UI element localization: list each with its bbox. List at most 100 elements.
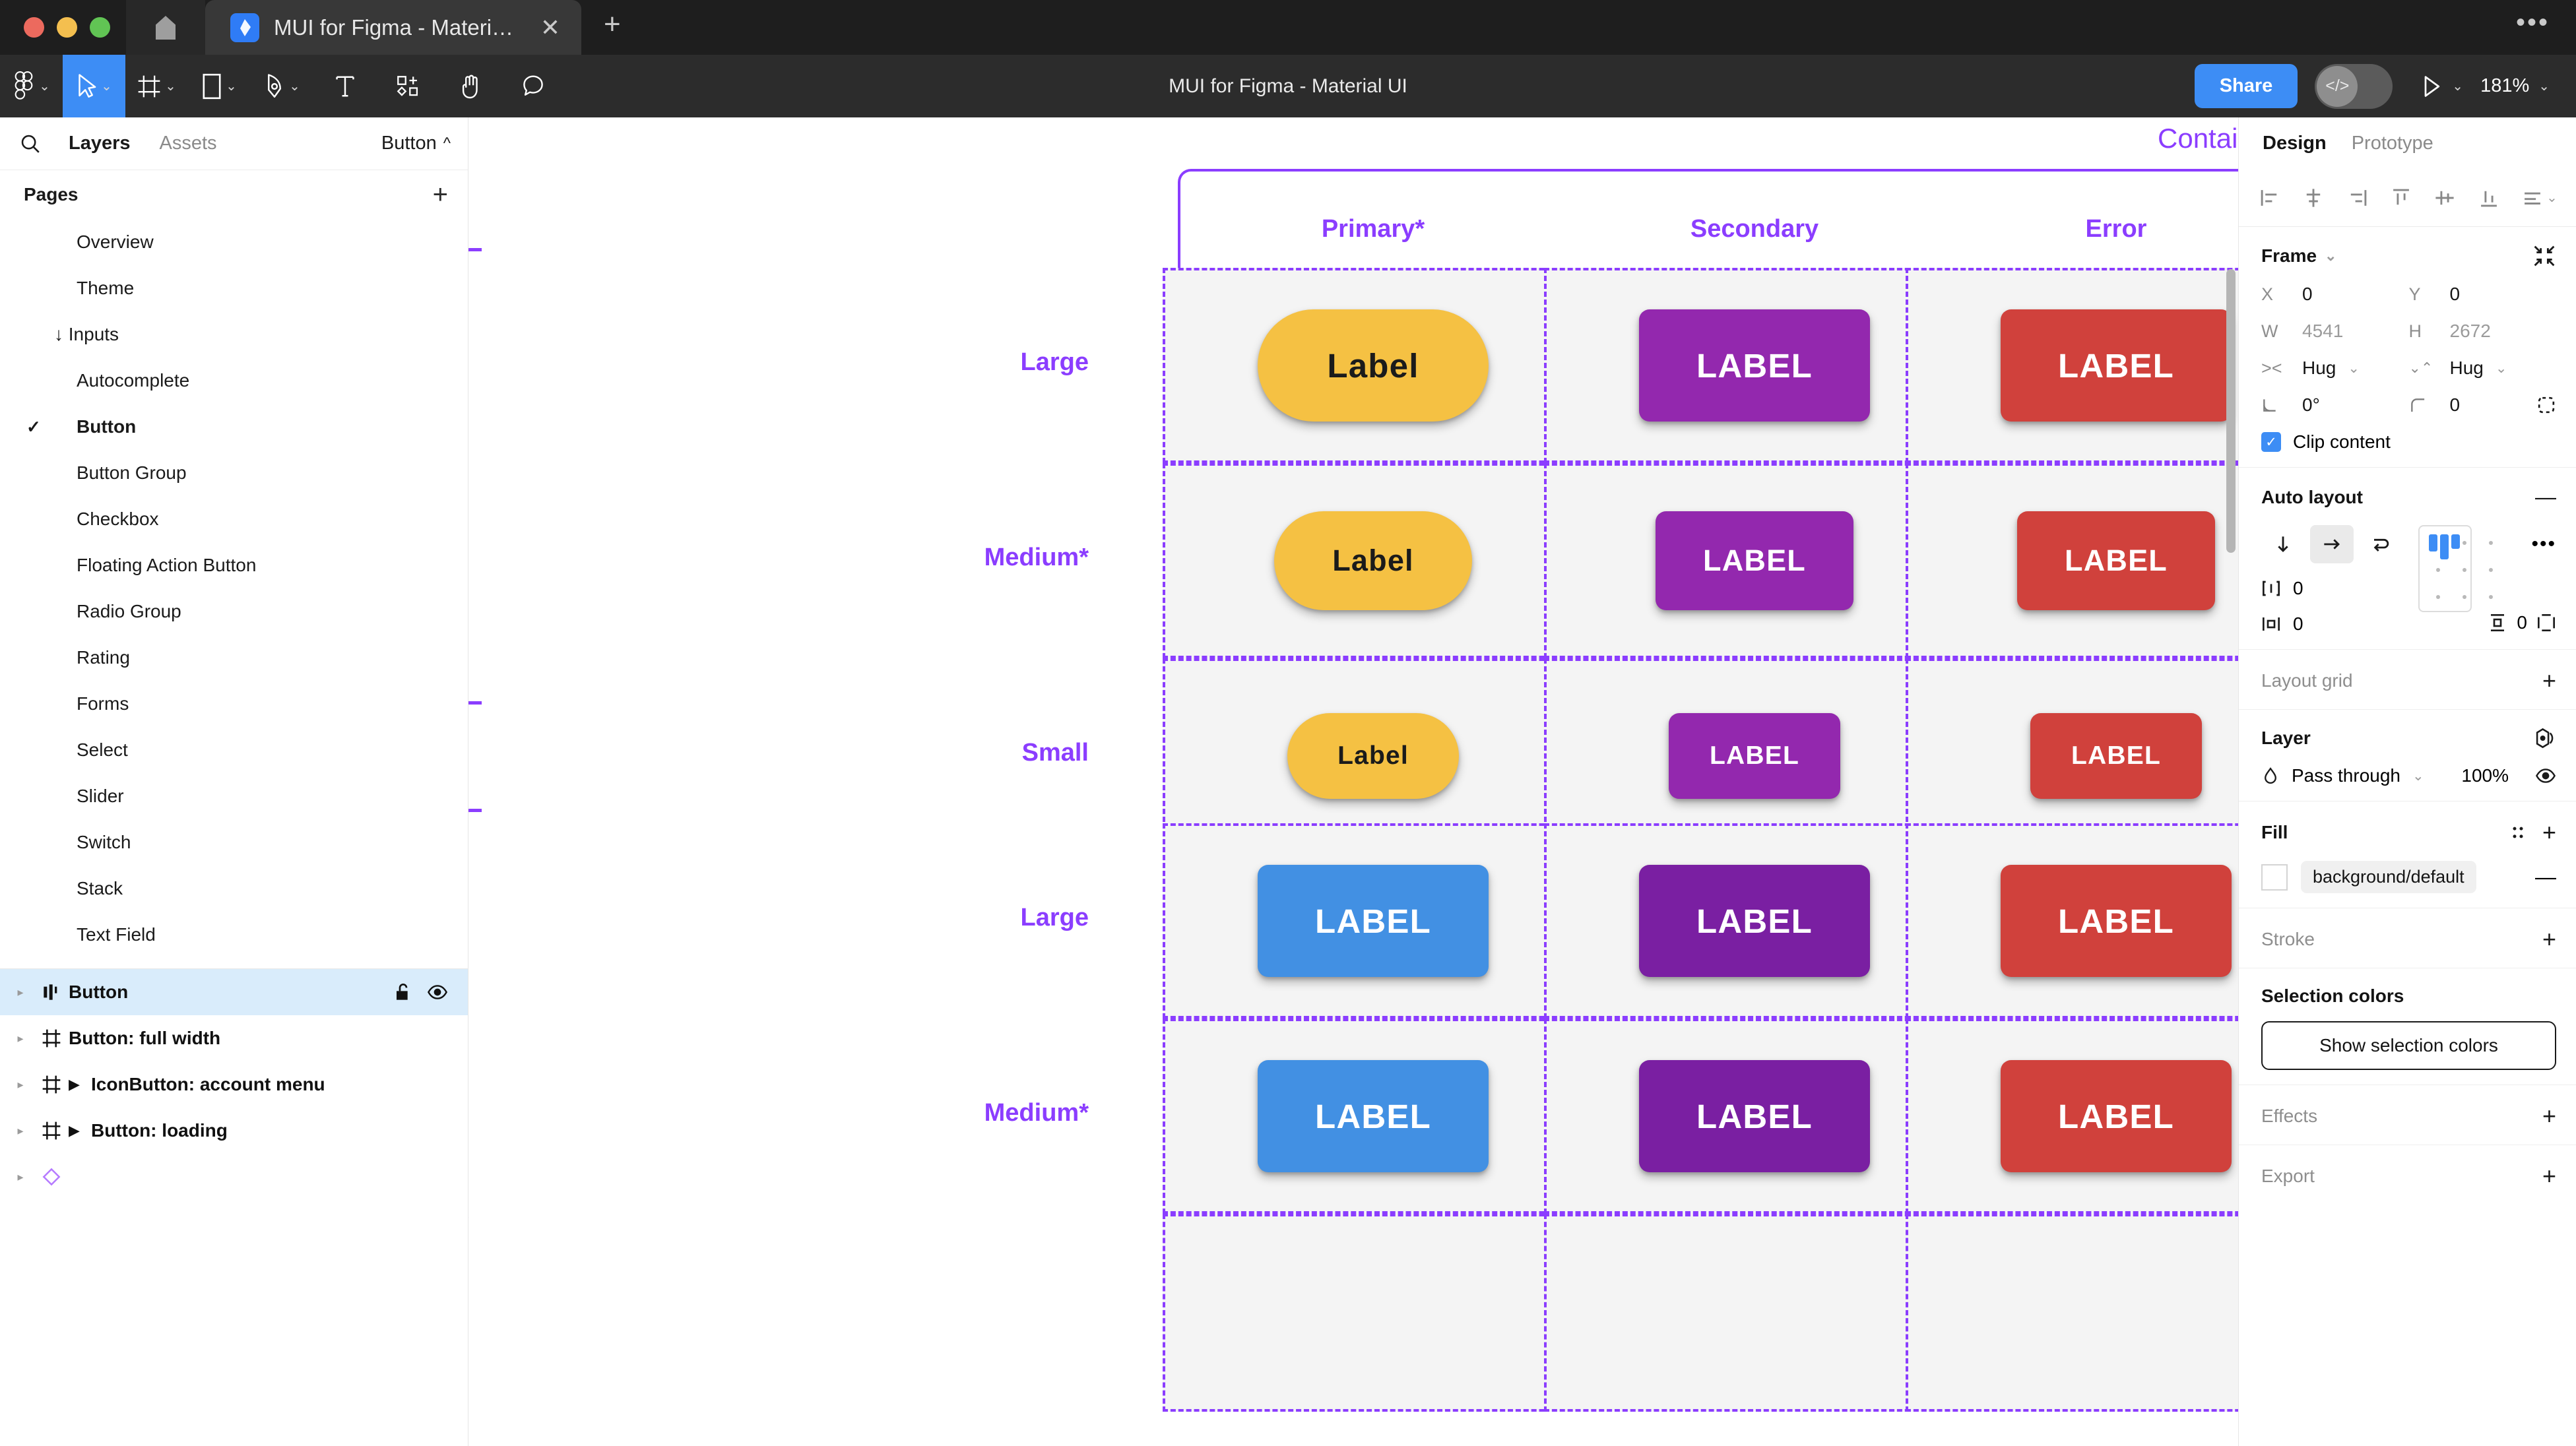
zoom-control[interactable]: 181% ⌄: [2480, 75, 2550, 97]
window-menu-button[interactable]: •••: [2515, 8, 2550, 37]
align-bottom-icon[interactable]: [2478, 187, 2500, 209]
dev-mode-toggle[interactable]: </>: [2315, 63, 2393, 109]
chevron-down-icon[interactable]: ⌄: [2538, 79, 2550, 94]
frame-y[interactable]: Y 0: [2409, 284, 2557, 305]
clip-content-row[interactable]: ✓ Clip content: [2261, 431, 2556, 453]
resize-to-fit-icon[interactable]: [2532, 244, 2556, 268]
button-preview[interactable]: LABEL: [1669, 713, 1840, 799]
chevron-down-icon[interactable]: ⌄: [2325, 247, 2337, 264]
distribute-icon[interactable]: ⌄: [2521, 187, 2558, 209]
fill-styles-icon[interactable]: [2508, 823, 2528, 842]
align-top-icon[interactable]: [2390, 187, 2412, 209]
add-layout-grid-button[interactable]: +: [2542, 667, 2556, 694]
frame-height[interactable]: H 2672: [2409, 321, 2557, 342]
button-preview[interactable]: LABEL: [2001, 1060, 2232, 1172]
frame-x[interactable]: X 0: [2261, 284, 2409, 305]
move-cursor-icon[interactable]: ⌄: [63, 55, 125, 117]
add-export-button[interactable]: +: [2542, 1162, 2556, 1189]
align-left-icon[interactable]: [2259, 187, 2281, 209]
chevron-down-icon[interactable]: ⌄: [2495, 360, 2507, 376]
button-preview[interactable]: LABEL: [2001, 309, 2232, 422]
close-window-button[interactable]: [24, 17, 44, 38]
tab-design[interactable]: Design: [2263, 132, 2327, 154]
page-item-stack[interactable]: Stack: [0, 865, 468, 912]
clip-content-checkbox[interactable]: ✓: [2261, 432, 2281, 452]
chevron-down-icon[interactable]: ⌄: [2412, 768, 2424, 784]
page-item-button-group[interactable]: Button Group: [0, 450, 468, 496]
layer-row[interactable]: ▸▶IconButton: account menu: [0, 1061, 468, 1108]
button-preview[interactable]: Label: [1287, 713, 1459, 799]
button-preview[interactable]: LABEL: [1258, 1060, 1489, 1172]
collapsed-triangle-icon[interactable]: ▶: [69, 1076, 80, 1092]
page-selector[interactable]: Button ^: [381, 133, 451, 154]
expand-arrow-icon[interactable]: ▸: [17, 1123, 24, 1137]
page-item-button[interactable]: ✓Button: [0, 404, 468, 450]
direction-wrap-button[interactable]: [2359, 525, 2402, 563]
align-right-icon[interactable]: [2346, 187, 2369, 209]
tab-prototype[interactable]: Prototype: [2351, 132, 2433, 154]
chevron-down-icon[interactable]: ⌄: [165, 79, 176, 94]
search-icon[interactable]: [20, 133, 54, 154]
button-preview[interactable]: LABEL: [1639, 309, 1870, 422]
page-item-rating[interactable]: Rating: [0, 635, 468, 681]
button-preview[interactable]: LABEL: [1656, 511, 1853, 610]
button-preview[interactable]: Label: [1258, 309, 1489, 422]
tab-layers[interactable]: Layers: [69, 133, 131, 154]
chevron-down-icon[interactable]: ⌄: [2452, 79, 2464, 94]
present-group[interactable]: ⌄: [2420, 75, 2463, 98]
horizontal-padding-value[interactable]: 0: [2293, 613, 2303, 634]
page-item-overview[interactable]: Overview: [0, 219, 468, 265]
expand-arrow-icon[interactable]: ▸: [17, 1031, 24, 1045]
button-preview[interactable]: LABEL: [1639, 1060, 1870, 1172]
frame-name-label[interactable]: Contained: [2158, 123, 2238, 154]
alignment-grid[interactable]: [2418, 525, 2493, 612]
vertical-padding-value[interactable]: 0: [2517, 612, 2527, 633]
pen-icon[interactable]: ⌄: [251, 55, 313, 117]
comment-icon[interactable]: [501, 55, 564, 117]
eye-icon[interactable]: [427, 982, 448, 1003]
layer-row[interactable]: ▸▶Button: loading: [0, 1108, 468, 1154]
direction-horizontal-button[interactable]: [2310, 525, 2354, 563]
page-item-switch[interactable]: Switch: [0, 819, 468, 865]
button-preview[interactable]: LABEL: [1258, 865, 1489, 977]
eye-icon[interactable]: [2535, 765, 2556, 786]
layer-row[interactable]: ▸Button: full width: [0, 1015, 468, 1061]
independent-corners-icon[interactable]: [2536, 395, 2556, 415]
figma-menu-icon[interactable]: ⌄: [0, 55, 63, 117]
chevron-down-icon[interactable]: ⌄: [289, 79, 300, 94]
button-preview[interactable]: LABEL: [2001, 865, 2232, 977]
individual-padding-icon[interactable]: [2536, 613, 2556, 633]
chevron-down-icon[interactable]: ⌄: [39, 79, 50, 94]
width-sizing[interactable]: >< Hug ⌄: [2261, 358, 2409, 379]
remove-fill-button[interactable]: —: [2535, 865, 2556, 889]
browser-tab-active[interactable]: MUI for Figma - Material UI ✕: [205, 0, 581, 55]
share-button[interactable]: Share: [2194, 64, 2298, 108]
page-item-checkbox[interactable]: Checkbox: [0, 496, 468, 542]
button-preview[interactable]: LABEL: [1639, 865, 1870, 977]
blend-mode-value[interactable]: Pass through: [2292, 765, 2400, 786]
button-preview[interactable]: LABEL: [2017, 511, 2215, 610]
remove-auto-layout-button[interactable]: —: [2535, 485, 2556, 509]
page-item-theme[interactable]: Theme: [0, 265, 468, 311]
height-sizing[interactable]: ⌄⌃ Hug ⌄: [2409, 358, 2557, 379]
rotation[interactable]: 0°: [2261, 394, 2409, 416]
page-item-inputs[interactable]: ↓ Inputs: [0, 311, 468, 358]
page-item-text-field[interactable]: Text Field: [0, 912, 468, 958]
vertical-padding-group[interactable]: 0: [2488, 612, 2556, 633]
home-tab-button[interactable]: [126, 0, 205, 55]
expand-arrow-icon[interactable]: ▸: [17, 1077, 24, 1091]
corner-radius[interactable]: 0: [2409, 394, 2557, 416]
layer-row[interactable]: ▸: [0, 1154, 468, 1200]
layer-row[interactable]: ▸Button: [0, 969, 468, 1015]
add-fill-button[interactable]: +: [2542, 819, 2556, 846]
resources-icon[interactable]: [376, 55, 439, 117]
collapsed-triangle-icon[interactable]: ▶: [69, 1122, 80, 1139]
minimize-window-button[interactable]: [57, 17, 77, 38]
add-stroke-button[interactable]: +: [2542, 926, 2556, 953]
chevron-down-icon[interactable]: ⌄: [2348, 360, 2360, 376]
close-tab-icon[interactable]: ✕: [540, 13, 560, 41]
page-item-floating-action-button[interactable]: Floating Action Button: [0, 542, 468, 588]
add-effect-button[interactable]: +: [2542, 1102, 2556, 1129]
page-item-autocomplete[interactable]: Autocomplete: [0, 358, 468, 404]
auto-layout-more-button[interactable]: •••: [2531, 533, 2556, 555]
